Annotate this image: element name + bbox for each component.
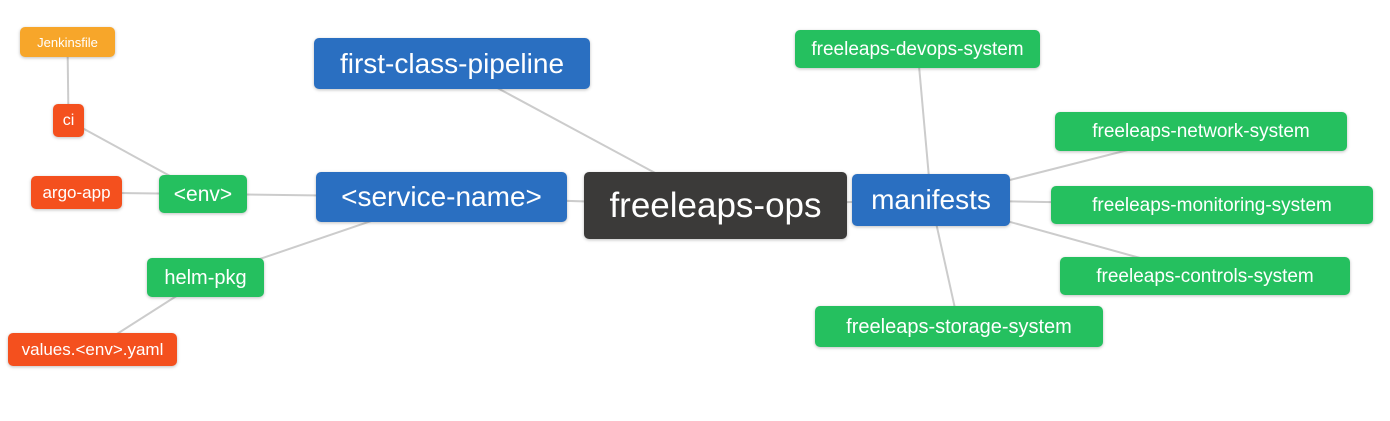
node-network-system[interactable]: freeleaps-network-system — [1055, 112, 1347, 151]
node-storage-system[interactable]: freeleaps-storage-system — [815, 306, 1103, 347]
node-manifests[interactable]: manifests — [852, 174, 1010, 226]
node-label: <service-name> — [341, 181, 542, 212]
node-label: <env> — [173, 182, 233, 206]
node-label: freeleaps-network-system — [1092, 121, 1310, 142]
node-ci[interactable]: ci — [53, 104, 84, 137]
node-label: helm-pkg — [164, 266, 247, 289]
node-jenkinsfile[interactable]: Jenkinsfile — [20, 27, 115, 57]
node-service-name[interactable]: <service-name> — [316, 172, 567, 222]
node-label: argo-app — [42, 183, 111, 202]
node-label: manifests — [871, 184, 991, 215]
node-label: freeleaps-monitoring-system — [1092, 194, 1332, 216]
node-label: freeleaps-controls-system — [1096, 265, 1314, 287]
node-controls-system[interactable]: freeleaps-controls-system — [1060, 257, 1350, 295]
node-label: first-class-pipeline — [339, 47, 565, 79]
node-label: ci — [62, 111, 75, 129]
node-values-env-yaml[interactable]: values.<env>.yaml — [8, 333, 177, 366]
node-label: values.<env>.yaml — [21, 340, 164, 359]
node-argo-app[interactable]: argo-app — [31, 176, 122, 209]
node-devops-system[interactable]: freeleaps-devops-system — [795, 30, 1040, 68]
node-label: freeleaps-devops-system — [811, 38, 1024, 60]
node-label: freeleaps-storage-system — [846, 315, 1072, 338]
node-label: Jenkinsfile — [37, 34, 98, 50]
node-first-class-pipeline[interactable]: first-class-pipeline — [314, 38, 590, 89]
node-env[interactable]: <env> — [159, 175, 247, 213]
node-monitoring-system[interactable]: freeleaps-monitoring-system — [1051, 186, 1373, 224]
node-helm-pkg[interactable]: helm-pkg — [147, 258, 264, 297]
node-freeleaps-ops[interactable]: freeleaps-ops — [584, 172, 847, 239]
node-label: freeleaps-ops — [609, 186, 822, 225]
